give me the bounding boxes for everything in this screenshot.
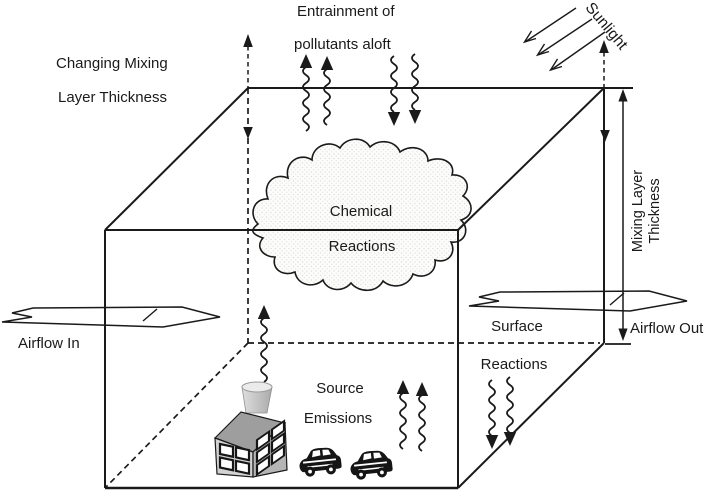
source-emissions-label-line1: Source xyxy=(316,380,364,397)
entrainment-label-line2: pollutants aloft xyxy=(294,36,391,53)
mixing-layer-thickness-line1: Mixing Layer xyxy=(630,169,646,253)
chimney-plume-arrow xyxy=(257,305,271,383)
airflow-out-arrow xyxy=(468,290,688,312)
mixing-layer-thickness-line2: Thickness xyxy=(647,178,663,244)
surface-reactions-label-line2: Reactions xyxy=(480,356,548,373)
entrainment-arrows xyxy=(299,53,422,132)
factory-icon xyxy=(213,381,288,478)
airflow-out-label: Airflow Out xyxy=(630,320,704,337)
factory-side-windows xyxy=(255,419,286,477)
thickness-change-indicator-right xyxy=(599,40,610,142)
thickness-change-indicator-left xyxy=(243,34,253,139)
mixing-depth-arrow xyxy=(605,89,631,345)
car-icon xyxy=(348,448,394,481)
airflow-in-arrow xyxy=(1,306,221,328)
chemical-reactions-cloud xyxy=(252,138,472,292)
factory-front-windows xyxy=(218,442,251,475)
source-emission-arrows xyxy=(396,380,429,452)
car-icon xyxy=(297,445,343,478)
chemical-reactions-label-line1: Chemical xyxy=(329,203,393,220)
entrainment-label-line1: Entrainment of xyxy=(297,3,395,20)
chemical-reactions-label-line2: Reactions xyxy=(328,238,396,255)
sun-rays-icon xyxy=(522,7,606,72)
changing-mixing-label-line1: Changing Mixing xyxy=(56,55,168,72)
surface-reactions-label-line1: Surface xyxy=(491,318,543,335)
changing-mixing-label-line2: Layer Thickness xyxy=(58,89,167,106)
mixing-layer-thickness-label: Mixing Layer Thickness xyxy=(630,164,664,258)
box-edges xyxy=(104,87,633,490)
airflow-in-label: Airflow In xyxy=(18,335,80,352)
source-emissions-label-line2: Emissions xyxy=(303,410,373,427)
surface-reaction-arrows xyxy=(485,376,517,449)
